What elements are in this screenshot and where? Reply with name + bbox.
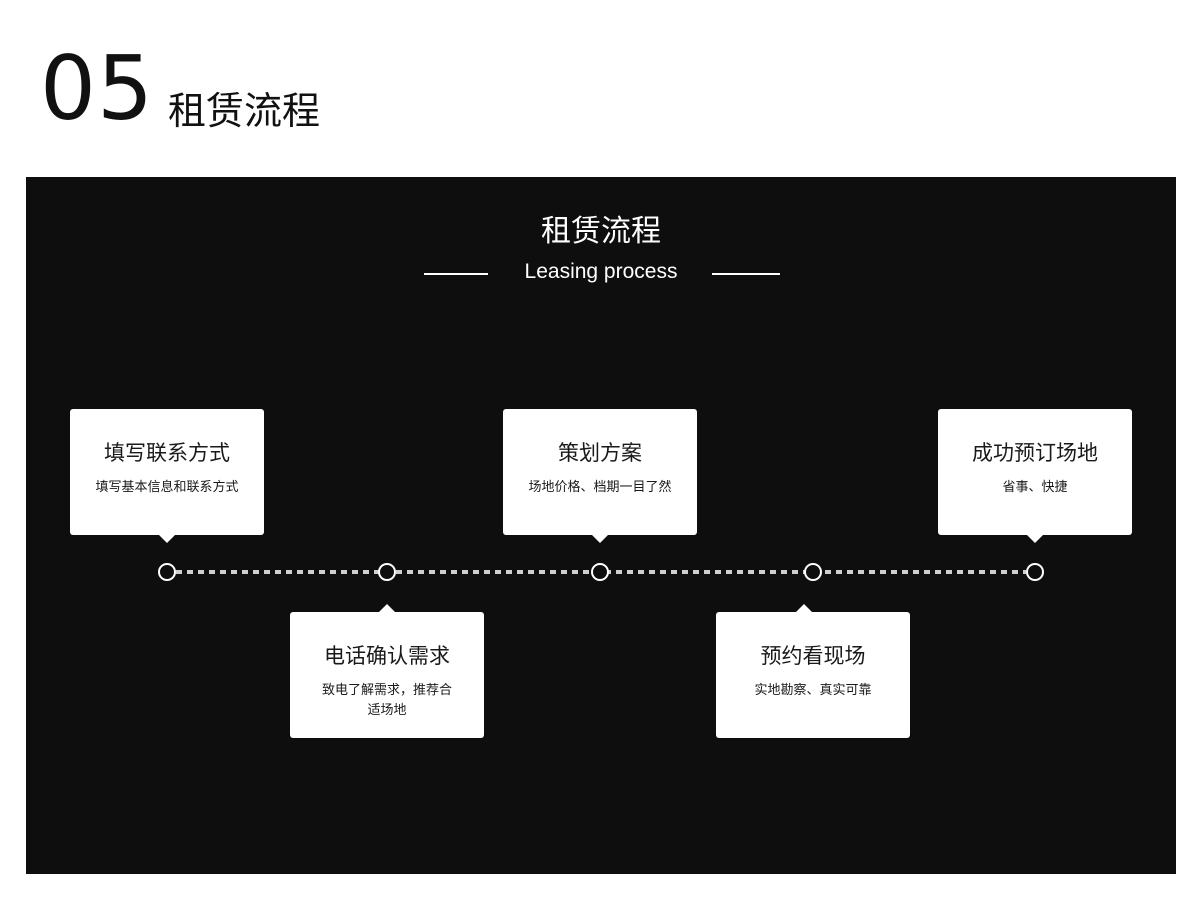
step-card-fill-contact: 填写联系方式 填写基本信息和联系方式: [70, 409, 264, 543]
step-title: 填写联系方式: [104, 441, 230, 465]
step-title: 策划方案: [558, 441, 642, 465]
step-description: 场地价格、档期一目了然: [528, 480, 672, 496]
step-card-site-visit: 预约看现场 实地勘察、真实可靠: [716, 604, 910, 738]
card-pointer: [159, 535, 175, 543]
section-title: 租赁流程: [168, 89, 321, 133]
process-panel: 租赁流程 Leasing process 填写联系方式 填写基本信息和联系方式 …: [26, 177, 1176, 874]
step-description: 实地勘察、真实可靠: [754, 683, 872, 699]
card-pointer: [592, 535, 608, 543]
timeline-node-4: [804, 563, 822, 581]
card-pointer: [1027, 535, 1043, 543]
step-title: 预约看现场: [760, 644, 866, 668]
step-description: 省事、快捷: [1002, 480, 1068, 496]
card-pointer: [379, 604, 395, 612]
timeline-node-5: [1026, 563, 1044, 581]
timeline-node-3: [591, 563, 609, 581]
section-number: 05: [40, 37, 154, 140]
timeline-node-1: [158, 563, 176, 581]
step-description: 填写基本信息和联系方式: [95, 480, 239, 496]
step-card-phone-confirm: 电话确认需求 致电了解需求，推荐合适场地: [290, 604, 484, 738]
title-divider-right: [712, 273, 780, 275]
step-card-planning: 策划方案 场地价格、档期一目了然: [503, 409, 697, 543]
card-pointer: [796, 604, 812, 612]
step-description: 致电了解需求，推荐合适场地: [321, 683, 452, 718]
step-title: 电话确认需求: [324, 644, 450, 668]
step-card-booking-success: 成功预订场地 省事、快捷: [938, 409, 1132, 543]
title-divider-left: [424, 273, 488, 275]
panel-title: 租赁流程: [541, 214, 661, 249]
timeline-node-2: [378, 563, 396, 581]
step-title: 成功预订场地: [972, 441, 1098, 465]
panel-subtitle: Leasing process: [524, 260, 678, 283]
